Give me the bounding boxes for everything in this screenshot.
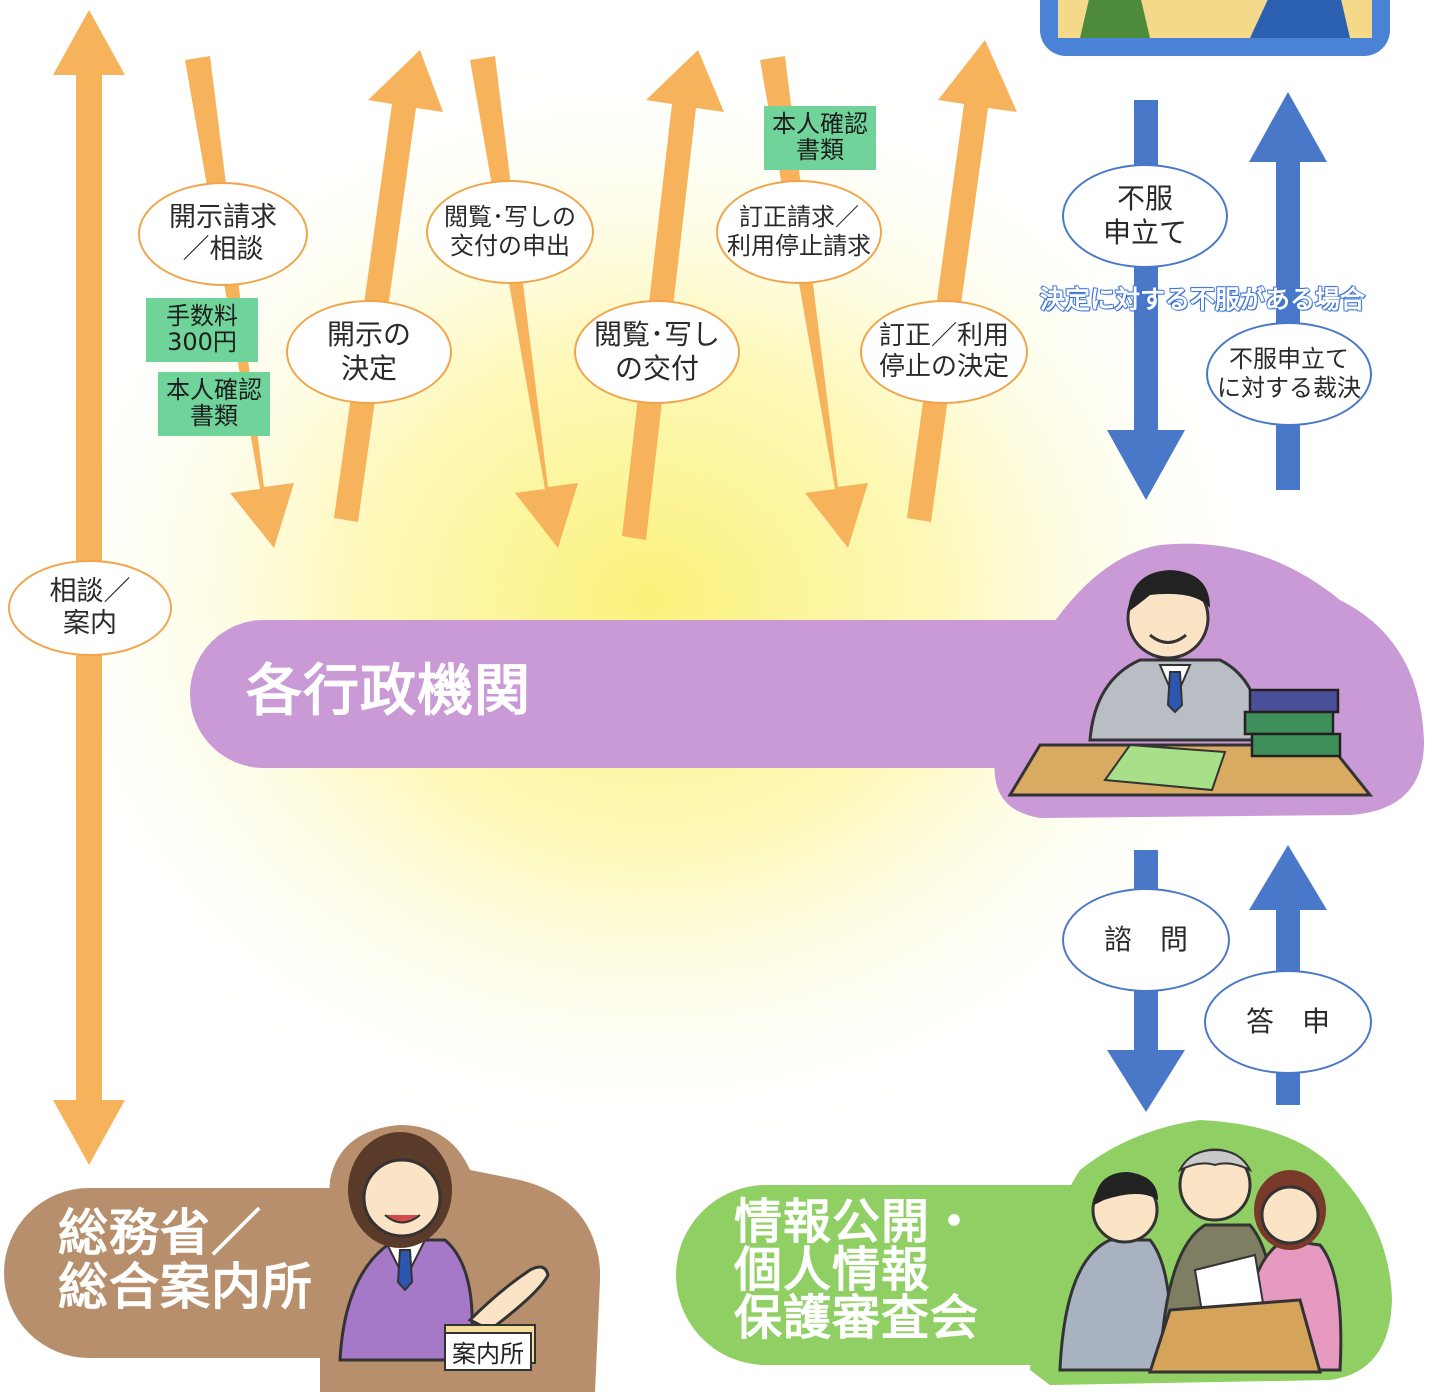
fee-line1: 手数料 — [166, 302, 238, 331]
correction-decision-line2: 停止の決定 — [878, 352, 1009, 382]
board-line1: 情報公開・ — [734, 1194, 980, 1250]
correction-request-line2: 利用停止請求 — [727, 232, 871, 260]
ministry-label: 総務省／ 総合案内所 — [58, 1206, 313, 1314]
ministry-line1: 総務省／ — [58, 1204, 262, 1262]
ruling-arrow — [1249, 92, 1327, 490]
id-docs-2-line2: 書類 — [796, 136, 844, 164]
ruling-line1: 不服申立て — [1229, 345, 1349, 374]
disclosure-request-line1: 開示請求 — [169, 201, 277, 233]
objection-condition-note: 決定に対する不服がある場合 — [1039, 284, 1366, 315]
ruling-line2: に対する裁決 — [1217, 374, 1361, 402]
viewing-request-line1: 閲覧･写しの — [444, 203, 576, 232]
viewing-request-line2: 交付の申出 — [450, 232, 570, 260]
objection-oval: 不服 申立て — [1062, 164, 1228, 268]
correction-request-oval: 訂正請求／ 利用停止請求 — [716, 180, 882, 284]
viewing-delivery-line1: 閲覧･写し — [593, 318, 720, 352]
report-oval: 答 申 — [1204, 970, 1372, 1074]
disclosure-decision-line1: 開示の — [326, 318, 411, 352]
arrow-viewing-request — [470, 56, 578, 548]
disclosure-request-line2: ／相談 — [182, 234, 264, 265]
consult-line2: 案内 — [63, 608, 117, 639]
inquiry-oval: 諮 問 — [1062, 888, 1230, 992]
viewing-delivery-oval: 閲覧･写し の交付 — [574, 300, 740, 404]
info-desk-sign: 案内所 — [444, 1332, 532, 1371]
viewing-request-oval: 閲覧･写しの 交付の申出 — [426, 180, 594, 284]
disclosure-decision-line2: 決定 — [340, 352, 397, 385]
agency-officer-illustration — [1007, 570, 1374, 797]
citizen-card — [1040, 0, 1390, 56]
disclosure-decision-oval: 開示の 決定 — [286, 300, 452, 404]
viewing-delivery-line2: の交付 — [614, 352, 699, 385]
board-line2: 個人情報 — [734, 1242, 931, 1298]
id-docs-1-line1: 本人確認 — [166, 376, 262, 405]
arrow-disclosure-decision — [334, 50, 443, 522]
id-docs-1-line2: 書類 — [190, 402, 238, 430]
id-docs-tag-1: 本人確認 書類 — [158, 372, 270, 436]
board-line3: 保護審査会 — [734, 1290, 980, 1346]
fee-tag: 手数料 300円 — [146, 298, 258, 362]
objection-arrow — [1107, 100, 1185, 500]
id-docs-2-line1: 本人確認 — [772, 110, 868, 139]
correction-decision-oval: 訂正／利用 停止の決定 — [860, 300, 1028, 404]
id-docs-tag-2: 本人確認 書類 — [764, 106, 876, 170]
disclosure-request-oval: 開示請求 ／相談 — [138, 182, 308, 286]
objection-line2: 申立て — [1102, 216, 1187, 249]
consult-line1: 相談／ — [49, 575, 131, 607]
agency-label: 各行政機関 — [246, 659, 531, 724]
ministry-line2: 総合案内所 — [58, 1258, 313, 1316]
board-members-illustration — [1058, 1148, 1343, 1374]
correction-decision-line1: 訂正／利用 — [878, 320, 1009, 351]
arrow-correction-request — [760, 56, 868, 548]
consult-oval: 相談／ 案内 — [8, 560, 172, 656]
fee-line2: 300円 — [167, 328, 237, 356]
ruling-oval: 不服申立て に対する裁決 — [1206, 322, 1372, 426]
objection-line1: 不服 — [1116, 182, 1173, 216]
arrow-viewing-delivery — [622, 50, 724, 540]
correction-request-line1: 訂正請求／ — [739, 203, 859, 232]
board-label: 情報公開・ 個人情報 保護審査会 — [734, 1198, 979, 1342]
